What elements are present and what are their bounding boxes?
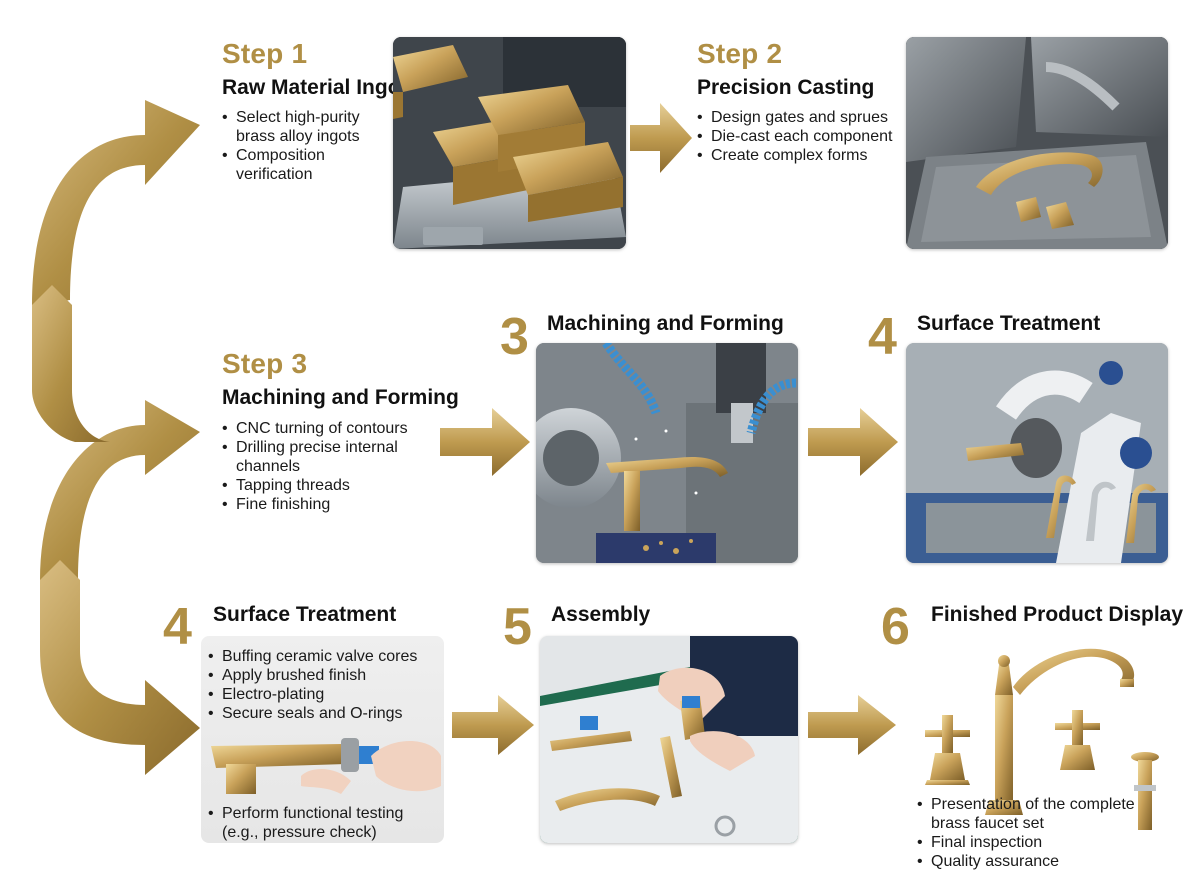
step6-title: Finished Product Display	[931, 603, 1184, 626]
step2-label: Step 2	[697, 38, 783, 69]
step4-bullets-after: Perform functional testing (e.g., pressu…	[208, 804, 440, 842]
step5-number: 5	[503, 598, 532, 656]
arrow-right-icon	[440, 408, 530, 476]
step3-bullet: Drilling precise internal channels	[222, 438, 422, 476]
step4-number: 4	[163, 598, 192, 656]
step4-photo-title: Surface Treatment	[917, 312, 1101, 335]
step3-bullets: CNC turning of contours Drilling precise…	[222, 419, 422, 514]
arrow-right-icon	[808, 408, 898, 476]
step1-label: Step 1	[222, 38, 308, 69]
step4-bullet: Secure seals and O-rings	[208, 704, 440, 723]
step3-title: Machining and Forming	[222, 386, 459, 409]
step1-bullet: Composition verification	[222, 146, 382, 184]
step2-bullets: Design gates and sprues Die-cast each co…	[697, 108, 902, 165]
step4-bullet: Buffing ceramic valve cores	[208, 647, 440, 666]
step2-bullet: Create complex forms	[697, 146, 902, 165]
ingot	[513, 142, 623, 195]
step1-title: Raw Material Ingot	[222, 76, 408, 99]
arrow-right-icon	[452, 695, 534, 755]
step3-bullet: CNC turning of contours	[222, 419, 422, 438]
step4-title: Surface Treatment	[213, 603, 397, 626]
arrow-right-icon	[630, 103, 692, 173]
step4-bullet: Perform functional testing (e.g., pressu…	[208, 804, 440, 842]
curve-arrow-to-step4	[40, 560, 200, 775]
faucet-spout	[985, 648, 1135, 815]
step6-bullet: Presentation of the complete brass fauce…	[917, 795, 1142, 833]
cast-faucet	[976, 152, 1103, 195]
step6-bullet: Final inspection	[917, 833, 1142, 852]
step6-bullet: Quality assurance	[917, 852, 1142, 871]
machined-faucet	[606, 456, 728, 477]
step6-bullets: Presentation of the complete brass fauce…	[917, 795, 1142, 871]
step3-photo-title: Machining and Forming	[547, 312, 784, 335]
step4-bullet: Apply brushed finish	[208, 666, 440, 685]
assembly-photo	[540, 636, 798, 843]
step1-bullets: Select high-purity brass alloy ingots Co…	[222, 108, 382, 184]
curve-arrow-to-step1	[32, 100, 200, 305]
faucet-handle-left	[925, 715, 970, 785]
step2-bullet: Die-cast each component	[697, 127, 902, 146]
flow-arrows-left	[32, 100, 200, 775]
arrow-right-icon	[808, 695, 896, 755]
step2-title: Precision Casting	[697, 76, 875, 99]
step3-label: Step 3	[222, 348, 308, 379]
casting-mold-photo	[906, 37, 1168, 249]
step3-bullet: Fine finishing	[222, 495, 422, 514]
step3-number: 3	[500, 308, 529, 366]
step4-photo-number: 4	[868, 308, 897, 366]
step5-title: Assembly	[551, 603, 651, 626]
step1-bullet: Select high-purity brass alloy ingots	[222, 108, 382, 146]
step4-bullet: Electro-plating	[208, 685, 440, 704]
step6-number: 6	[881, 598, 910, 656]
valve-testing-photo	[211, 738, 441, 794]
step3-bullet: Tapping threads	[222, 476, 422, 495]
robotic-polishing-photo	[906, 343, 1168, 563]
connector-upper	[32, 285, 110, 442]
faucet-handle-right	[1055, 710, 1100, 770]
ingot-photo	[393, 37, 626, 249]
machining-photo	[536, 343, 798, 563]
step4-bullets: Buffing ceramic valve cores Apply brushe…	[208, 647, 440, 723]
polished-faucet	[1046, 475, 1076, 538]
surface-treatment-panel: Buffing ceramic valve cores Apply brushe…	[201, 636, 444, 843]
step2-bullet: Design gates and sprues	[697, 108, 902, 127]
ingot	[478, 85, 585, 135]
curve-arrow-to-step3	[40, 400, 200, 580]
